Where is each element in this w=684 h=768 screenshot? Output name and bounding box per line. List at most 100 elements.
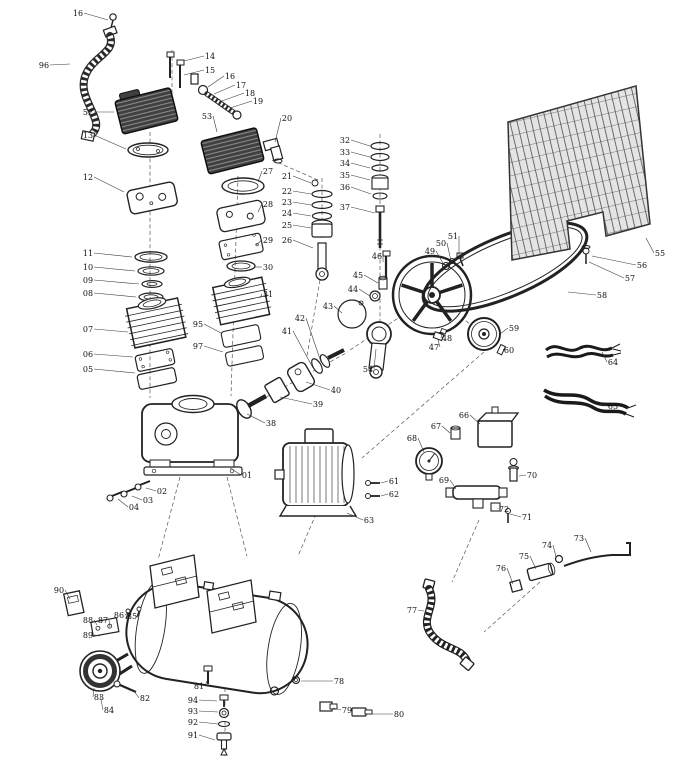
leader-line-19: [229, 100, 253, 109]
leader-line-17: [213, 84, 236, 95]
leader-line-56: [591, 255, 637, 266]
part-label-04: 04: [129, 503, 139, 512]
part-label-88: 88: [83, 616, 93, 625]
part-label-11: 11: [83, 249, 93, 258]
safety-valve: [508, 458, 519, 482]
pressure-switch: [476, 406, 520, 448]
leader-line-60: [502, 348, 505, 351]
cylinder-gasket-right: [218, 232, 264, 261]
leader-line-29: [255, 239, 263, 246]
leader-line-92: [198, 721, 219, 725]
part-label-78: 78: [334, 677, 344, 686]
leader-line-70: [518, 474, 527, 477]
head-plate: [127, 142, 169, 158]
part-label-80: 80: [394, 710, 404, 719]
tank-saddle-plates: [149, 554, 257, 634]
part-label-02: 02: [157, 487, 167, 496]
part-label-25: 25: [282, 221, 292, 230]
connecting-rod: [366, 321, 392, 379]
leader-line-16: [207, 75, 225, 88]
part-label-29: 29: [263, 236, 273, 245]
cylinder-head-left: [114, 87, 179, 135]
part-label-42: 42: [295, 314, 305, 323]
flywheel: [391, 254, 473, 336]
part-label-67: 67: [431, 422, 441, 431]
leader-line-24: [292, 212, 312, 217]
leader-line-95: [203, 323, 222, 334]
part-label-49: 49: [425, 247, 435, 256]
leader-line-49: [435, 250, 445, 266]
base-gasket-right-upper: [220, 324, 262, 348]
leader-line-66: [469, 414, 481, 425]
leader-line-18: [221, 92, 245, 102]
leader-line-73: [584, 537, 592, 553]
pipe-nut: [554, 554, 564, 564]
leader-line-45: [363, 274, 379, 284]
part-label-69: 69: [439, 476, 449, 485]
leader-line-08: [93, 292, 137, 298]
washer-44: [369, 290, 381, 302]
part-label-60: 60: [504, 346, 514, 355]
base-gasket-right-lower: [224, 345, 265, 367]
leader-line-47: [437, 339, 441, 348]
leader-line-84: [99, 693, 104, 711]
elbow-fitting: [262, 137, 284, 164]
leader-line-38: [246, 413, 266, 424]
leader-line-90: [64, 589, 71, 600]
part-label-62: 62: [389, 490, 399, 499]
part-label-16: 16: [73, 9, 83, 18]
part-label-16: 16: [225, 72, 235, 81]
leader-line-33: [350, 151, 371, 158]
leader-line-96: [49, 63, 71, 66]
leader-line-15: [183, 69, 205, 76]
mount-plate: [90, 617, 120, 637]
part-label-20: 20: [282, 114, 292, 123]
cylinder-left: [125, 297, 189, 349]
part-label-75: 75: [519, 552, 529, 561]
leader-line-71: [509, 513, 522, 518]
part-label-87: 87: [98, 616, 108, 625]
valve-pin: [378, 275, 388, 290]
leader-line-82: [133, 690, 140, 699]
part-label-58: 58: [597, 291, 607, 300]
part-label-68: 68: [407, 434, 417, 443]
part-label-57: 57: [625, 274, 635, 283]
part-label-70: 70: [527, 471, 537, 480]
part-label-94: 94: [188, 696, 198, 705]
part-label-83: 83: [94, 693, 104, 702]
leader-line-89: [93, 634, 101, 637]
part-label-23: 23: [282, 198, 292, 207]
part-label-54: 54: [363, 365, 373, 374]
leader-line-79: [332, 707, 342, 711]
leader-line-69: [449, 479, 457, 490]
leader-line-85: [137, 610, 141, 617]
tank: [125, 581, 309, 696]
part-label-51: 51: [448, 232, 458, 241]
circlip: [311, 179, 319, 187]
cylinder-head-right: [200, 127, 265, 175]
part-label-22: 22: [282, 187, 292, 196]
motor-shaft: [274, 469, 285, 480]
outlet-hose: [422, 578, 475, 671]
part-label-10: 10: [83, 263, 93, 272]
part-label-30: 30: [263, 263, 273, 272]
part-label-05: 05: [83, 365, 93, 374]
part-label-52: 52: [83, 108, 93, 117]
leader-line-13: [93, 134, 127, 150]
leader-line-36: [350, 186, 372, 195]
leader-line-68: [417, 437, 425, 453]
leader-line-23: [292, 201, 312, 206]
head-bolts: [166, 51, 185, 88]
part-label-14: 14: [205, 52, 215, 61]
part-label-53: 53: [202, 112, 212, 121]
leader-line-40: [305, 381, 331, 391]
base-gasket-left-upper: [134, 348, 176, 372]
plug-80: [351, 707, 373, 717]
part-label-55: 55: [655, 249, 665, 258]
pulley-bolt: [496, 343, 507, 356]
hose-plug: [109, 13, 117, 21]
part-label-44: 44: [348, 285, 358, 294]
manifold-plug: [490, 502, 501, 512]
crankcase-bolts: [106, 480, 151, 502]
